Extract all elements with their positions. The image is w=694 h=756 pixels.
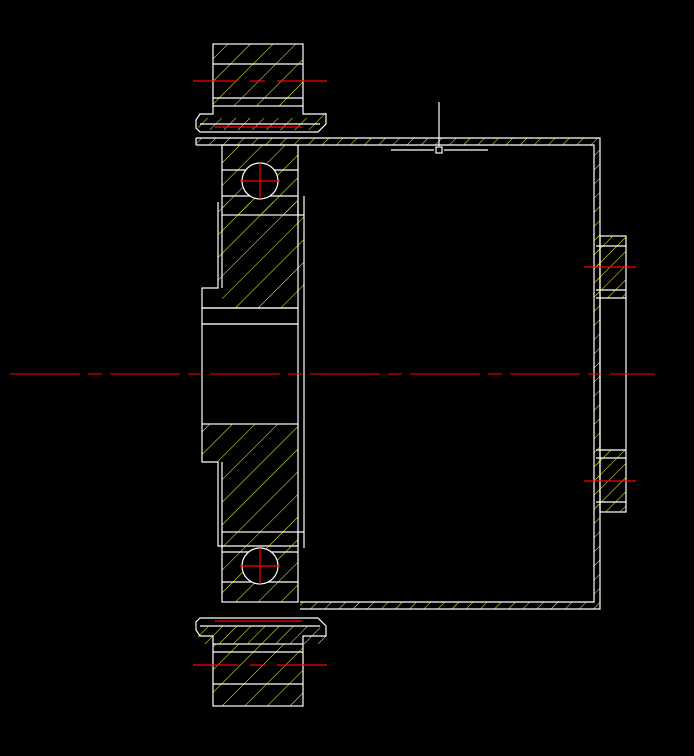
right-hub <box>584 235 636 513</box>
crosshair-cursor-icon[interactable] <box>391 102 488 154</box>
bottom-gear-section <box>195 617 327 707</box>
bearing-shaft-assembly <box>201 144 305 603</box>
center-lines <box>10 80 655 666</box>
top-gear-section <box>195 43 327 133</box>
